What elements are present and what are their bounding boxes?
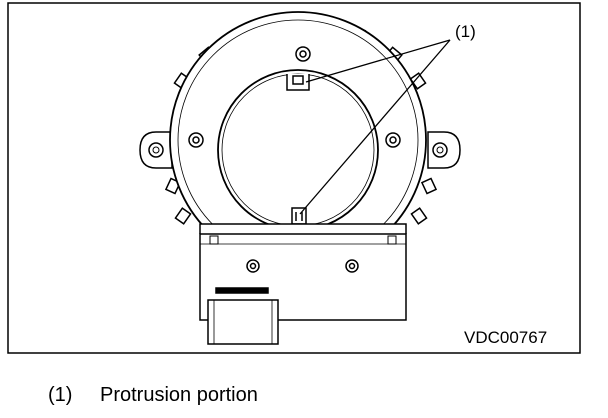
figure-frame (7, 2, 581, 354)
housing-bolt-holes (188, 46, 401, 148)
callout-label: (1) (455, 22, 476, 41)
legend-number: (1) (48, 384, 73, 406)
upper-protrusion (286, 74, 310, 91)
callout-leaders (299, 39, 451, 215)
right-mounting-ear (427, 131, 461, 169)
figure-id: VDC00767 (464, 328, 548, 347)
legend-item: (1) Protrusion portion (48, 384, 258, 407)
center-opening (217, 69, 379, 231)
left-mounting-ear (139, 131, 173, 169)
legend-text: Protrusion portion (100, 384, 258, 406)
connector-block (199, 223, 407, 345)
